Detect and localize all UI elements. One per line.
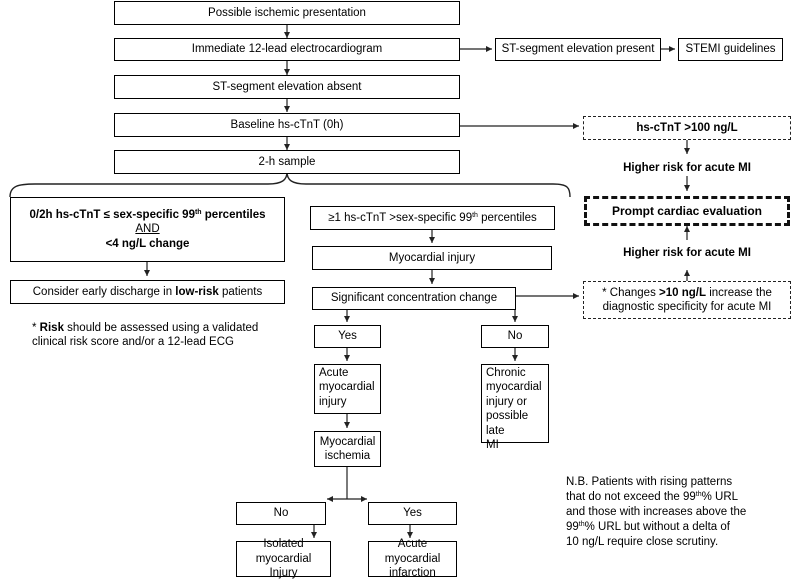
ischemia-yes-box: Yes [368,502,457,525]
yes-branch-box: Yes [314,325,381,348]
chronic-line-4: possible late [486,410,529,437]
acute-mi-box: Acute myocardial infarction [368,538,457,579]
significant-change-label: Significant concentration change [330,292,498,305]
prompt-cardiac-evaluation-label: Prompt cardiac evaluation [611,203,763,218]
early-discharge-text: Consider early discharge in low-risk pat… [33,285,263,299]
discharge-text-c: patients [218,285,263,298]
risk-text-c: should be assessed using a validated [63,322,259,334]
acute-mi-text: Acute myocardial infarction [373,537,452,580]
acute-injury-line-1: Acute [319,367,349,379]
no-branch-label: No [507,330,523,343]
low-text-c: <4 ng/L change [105,237,190,250]
above-threshold-text: ≥1 hs-cTnT >sex-specific 99th percentile… [328,211,537,225]
changes-text-a: * Changes [602,286,660,299]
myocardial-injury-label: Myocardial injury [388,251,476,264]
st-elevation-absent-box: ST-segment elevation absent [114,75,460,99]
ischemia-yes-label: Yes [403,507,422,520]
risk-text-b: Risk [39,322,64,334]
risk-footnote: * Risk should be assessed using a valida… [32,321,282,350]
ami-line-2: infarction [389,567,436,580]
ecg-box: Immediate 12-lead electrocardiogram [114,38,460,61]
ischemia-no-label: No [273,507,289,520]
risk-text-d: clinical risk score and/or a 12-lead ECG [32,336,234,349]
st-elevation-absent-label: ST-segment elevation absent [212,80,362,93]
isolated-injury-text: Isolated myocardial Injury [241,537,326,580]
ischemia-line-1: Myocardial [319,435,376,448]
ischemia-no-box: No [236,502,326,525]
note-line-1: N.B. Patients with rising patterns [566,476,733,488]
ischemia-line-2: ischemia [324,450,371,462]
changes-note-text: * Changes >10 ng/L increase the diagnost… [602,286,772,315]
above-threshold-box: ≥1 hs-cTnT >sex-specific 99th percentile… [310,206,555,230]
isolated-injury-box: Isolated myocardial Injury [236,538,331,579]
above-text-b: percentiles [477,211,537,224]
two-hour-sample-label: 2-h sample [258,155,316,168]
higher-risk-top-label: Higher risk for acute MI [623,162,751,174]
two-hour-sample-box: 2-h sample [114,150,460,174]
st-elevation-present-box: ST-segment elevation present [495,38,661,61]
ami-line-1: Acute myocardial [384,538,441,565]
above-text-sup: th [472,211,478,219]
note-line-4b: % URL but without a delta of [584,520,730,533]
low-text-sup: th [194,208,202,216]
risk-text-a: * [32,322,40,334]
low-text-and: AND [135,223,160,236]
chronic-injury-text: Chronic myocardial injury or possible la… [486,366,544,452]
changes-text-b: >10 ng/L [659,286,707,299]
yes-branch-label: Yes [338,330,357,343]
note-line-4a: 99 [566,520,579,533]
note-line-5: 10 ng/L require close scrutiny. [566,535,719,548]
changes-note-box: * Changes >10 ng/L increase the diagnost… [583,281,791,319]
discharge-text-b: low-risk [175,285,219,298]
possible-ischemic-presentation-box: Possible ischemic presentation [114,1,460,25]
baseline-hs-ctnt-label: Baseline hs-cTnT (0h) [230,118,344,131]
ecg-label: Immediate 12-lead electrocardiogram [191,43,383,56]
discharge-text-a: Consider early discharge in [32,285,176,298]
nb-note: N.B. Patients with rising patterns that … [566,475,788,550]
isolated-line-1: Isolated [263,538,304,551]
acute-injury-line-3: injury [319,395,347,408]
chronic-injury-box: Chronic myocardial injury or possible la… [481,364,549,451]
hs-ctnt-over-100-label: hs-cTnT >100 ng/L [636,121,738,134]
stemi-guidelines-label: STEMI guidelines [685,43,776,56]
myocardial-injury-box: Myocardial injury [312,246,552,270]
higher-risk-bottom-label: Higher risk for acute MI [623,247,751,259]
low-text-b: percentiles [201,208,266,221]
changes-text-d: diagnostic specificity for acute MI [602,301,772,313]
note-line-2b: % URL [701,490,739,503]
isolated-line-2: myocardial Injury [255,552,312,580]
above-text-a: ≥1 hs-cTnT >sex-specific 99 [328,211,473,224]
low-threshold-text: 0/2h hs-cTnT ≤ sex-specific 99th percent… [30,208,266,251]
note-line-2-sup: th [695,490,702,498]
acute-myocardial-injury-text: Acute myocardial injury [319,366,375,409]
hs-ctnt-over-100-box: hs-cTnT >100 ng/L [583,116,791,140]
significant-change-box: Significant concentration change [312,287,516,310]
note-line-3: and those with increases above the [566,505,747,518]
possible-ischemic-label: Possible ischemic presentation [208,6,366,19]
baseline-hs-ctnt-box: Baseline hs-cTnT (0h) [114,113,460,137]
changes-text-c: increase the [706,286,772,299]
prompt-cardiac-evaluation-box: Prompt cardiac evaluation [584,196,790,226]
acute-myocardial-injury-box: Acute myocardial injury [314,364,381,414]
st-elevation-present-label: ST-segment elevation present [501,43,655,56]
myocardial-ischemia-text: Myocardial ischemia [320,435,376,464]
chronic-line-3: injury or [486,395,527,408]
early-discharge-box: Consider early discharge in low-risk pat… [10,280,285,304]
chronic-line-5: MI [486,438,499,451]
chronic-line-2: myocardial [486,381,542,394]
low-text-a: 0/2h hs-cTnT ≤ sex-specific 99 [29,208,195,221]
low-threshold-box: 0/2h hs-cTnT ≤ sex-specific 99th percent… [10,197,285,262]
acute-injury-line-2: myocardial [319,381,375,394]
note-line-4-sup: th [578,520,585,528]
no-branch-box: No [481,325,549,348]
myocardial-ischemia-box: Myocardial ischemia [314,431,381,467]
stemi-guidelines-box: STEMI guidelines [678,38,783,61]
chronic-line-1: Chronic [486,367,526,379]
note-line-2a: that do not exceed the 99 [566,490,696,503]
